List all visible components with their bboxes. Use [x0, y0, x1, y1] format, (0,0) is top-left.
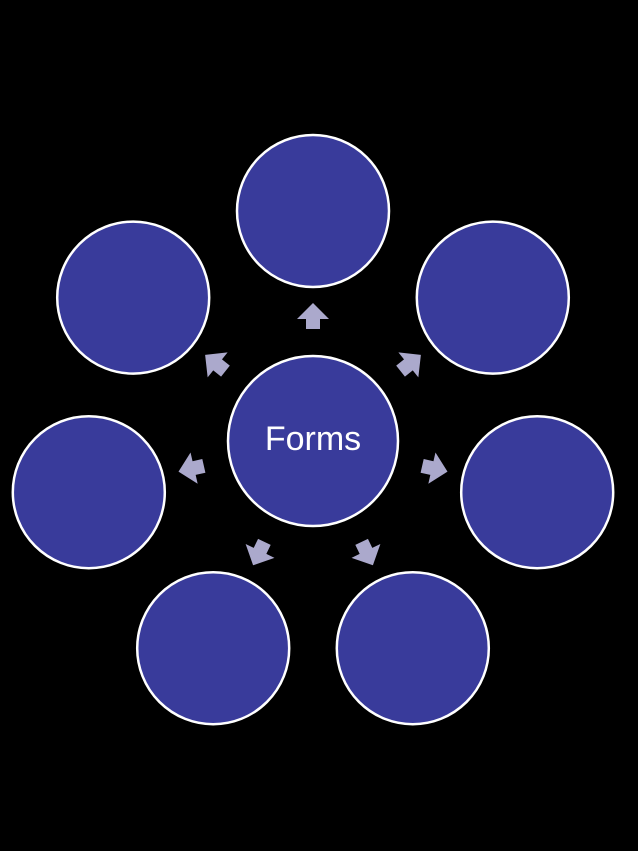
- arrows-group: [178, 303, 448, 566]
- outer-node-4: [335, 570, 491, 726]
- center-label: Forms: [265, 420, 361, 458]
- outer-node-circle: [11, 414, 167, 570]
- arrow-icon: [420, 452, 448, 484]
- outer-node-circle: [459, 414, 615, 570]
- outer-node-circle: [415, 220, 571, 375]
- arrow-icon: [351, 538, 381, 566]
- outer-node-circle: [55, 220, 211, 375]
- outer-node-circle: [235, 133, 391, 289]
- outer-node-2: [415, 220, 571, 375]
- outer-node-7: [55, 220, 211, 375]
- outer-node-5: [135, 570, 291, 726]
- outer-node-3: [459, 414, 615, 570]
- outer-node-1: [235, 133, 391, 289]
- outer-nodes-group: [11, 133, 615, 726]
- arrow-icon: [396, 352, 421, 378]
- outer-node-circle: [135, 570, 291, 726]
- arrow-icon: [297, 303, 329, 329]
- center-node: [226, 354, 400, 528]
- arrow-icon: [205, 352, 230, 378]
- arrow-icon: [178, 452, 206, 484]
- arrow-icon: [245, 538, 275, 566]
- center-node-group: Forms: [226, 354, 400, 528]
- outer-node-6: [11, 414, 167, 570]
- outer-node-circle: [335, 570, 491, 726]
